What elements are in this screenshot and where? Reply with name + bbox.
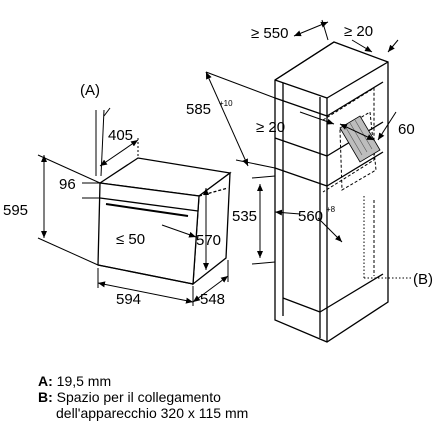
legend-key: B: — [38, 389, 53, 405]
dim-oven-gap-depth: ≤ 50 — [116, 231, 145, 248]
dim-oven-width: 594 — [116, 291, 141, 308]
legend-row-b-continued: dell'apparecchio 320 x 115 mm — [38, 405, 248, 421]
dim-oven-depth: 548 — [200, 291, 225, 308]
legend-text: Spazio per il collegamento — [56, 389, 221, 405]
dim-oven-total-height: 595 — [3, 202, 28, 219]
dim-oven-depth-top: 405 — [108, 127, 133, 144]
dim-cabinet-niche-width: 560 — [298, 208, 323, 225]
legend-text: dell'apparecchio 320 x 115 mm — [56, 405, 249, 421]
legend-key: A: — [38, 373, 53, 389]
legend-row-b: B: Spazio per il collegamento — [38, 389, 248, 405]
legend-row-a: A: 19,5 mm — [38, 373, 248, 389]
dim-cabinet-niche-height: 585 — [186, 101, 211, 118]
oven-dimension-lines — [37, 107, 229, 306]
dim-cabinet-niche-height-tol: +10 — [219, 99, 233, 108]
cabinet-drawing — [274, 41, 389, 343]
dim-oven-body-height: 570 — [196, 232, 221, 249]
oven-drawing — [97, 157, 232, 286]
dim-cabinet-min-width: ≥ 550 — [251, 25, 288, 42]
dim-cabinet-niche-height-min: 535 — [232, 208, 257, 225]
dim-cabinet-niche-width-tol: +8 — [326, 205, 336, 214]
dim-oven-panel-height: 96 — [59, 176, 76, 193]
cabinet-niche-outline — [322, 87, 377, 276]
legend: A: 19,5 mm B: Spazio per il collegamento… — [38, 373, 248, 421]
connection-marker-line — [363, 196, 412, 279]
dim-cabinet-min-top-gap: ≥ 20 — [344, 23, 373, 40]
legend-text: 19,5 mm — [56, 373, 112, 389]
dim-cabinet-min-rear-gap: ≥ 20 — [256, 119, 285, 136]
dim-cabinet-vent-depth: 60 — [398, 121, 415, 138]
marker-a-label: (A) — [80, 82, 100, 99]
cabinet-dimension-lines — [205, 19, 399, 265]
marker-b-label: (B) — [413, 271, 433, 288]
